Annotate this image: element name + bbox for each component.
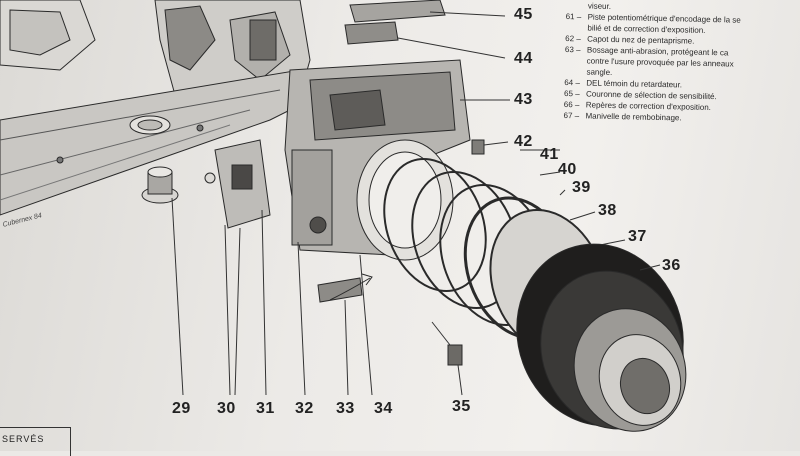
assembly-arrow xyxy=(329,273,373,301)
callout-31: 31 xyxy=(256,400,275,417)
mirror-box xyxy=(284,59,471,396)
footer-text: SERVÉS xyxy=(2,434,45,444)
callout-34: 34 xyxy=(374,400,393,417)
callout-30: 30 xyxy=(217,400,236,417)
part-42 xyxy=(471,139,509,155)
callout-32: 32 xyxy=(295,400,314,417)
callout-35: 35 xyxy=(452,398,471,415)
callout-29: 29 xyxy=(172,400,191,417)
camera-top-housing xyxy=(0,0,311,111)
parts-legend: viseur. 61 – Piste potentiométrique d'en… xyxy=(563,0,800,126)
lens-36 xyxy=(516,243,687,432)
footer-box: SERVÉS xyxy=(0,427,71,456)
callout-42: 42 xyxy=(514,133,533,150)
callout-38: 38 xyxy=(598,202,617,219)
parts-44-45 xyxy=(344,0,510,101)
callout-41: 41 xyxy=(540,146,559,163)
callout-40: 40 xyxy=(558,161,577,178)
callout-37: 37 xyxy=(628,228,647,245)
part-29 xyxy=(141,166,184,396)
callout-33: 33 xyxy=(336,400,355,417)
callout-39: 39 xyxy=(572,179,591,196)
part-30-circuit xyxy=(204,139,271,396)
callout-44: 44 xyxy=(514,50,533,67)
callout-36: 36 xyxy=(662,257,681,274)
parts-33-35 xyxy=(317,277,463,396)
base-plate xyxy=(0,69,321,216)
callout-43: 43 xyxy=(514,91,533,108)
callout-45: 45 xyxy=(514,6,533,23)
